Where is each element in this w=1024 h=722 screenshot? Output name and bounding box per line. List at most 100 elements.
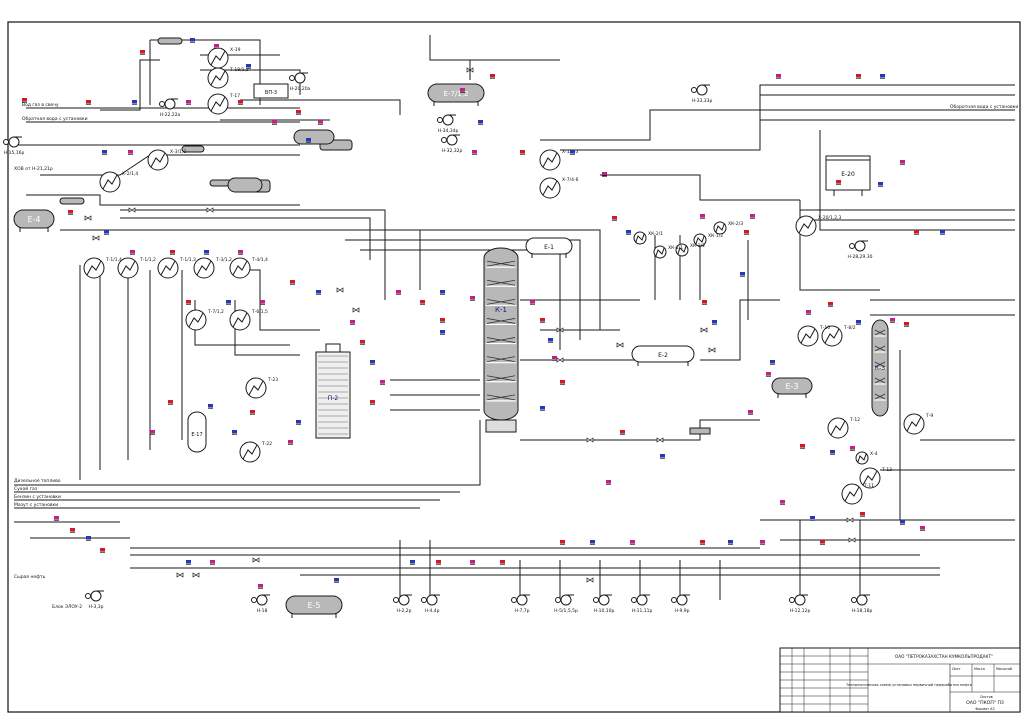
instrument-tag: [806, 310, 811, 313]
pipe-line: [330, 229, 601, 330]
instrument-tag-stem: [490, 77, 495, 79]
instrument-tag: [766, 372, 771, 375]
instrument-tag: [500, 560, 505, 563]
instrument-tag: [204, 250, 209, 253]
instrument-tag-stem: [238, 253, 243, 255]
equipment: [3, 37, 925, 618]
instrument-tag: [728, 540, 733, 543]
air-cooler: [181, 145, 205, 153]
instrument-tag-stem: [316, 293, 321, 295]
instrument-tag: [290, 280, 295, 283]
stream-label-s8: Мазут с установки: [14, 502, 58, 508]
instrument-tag: [880, 74, 885, 77]
valve-icon: [336, 287, 344, 293]
instrument-tag-stem: [540, 321, 545, 323]
instrument-tag: [810, 516, 815, 519]
pipe-line: [100, 59, 160, 111]
instrument-tag-stem: [214, 47, 219, 49]
instrument-tag: [744, 230, 749, 233]
exchanger-label: Т-22: [261, 441, 272, 447]
instrument-tag-stem: [86, 539, 91, 541]
instrument-tag: [860, 512, 865, 515]
instrument-tag: [470, 296, 475, 299]
column-k-3: [871, 319, 889, 417]
heat-exchanger-x10: [207, 47, 229, 69]
instrument-tag-stem: [208, 407, 213, 409]
pump-p17: [789, 594, 808, 606]
heat-exchanger-x14: [239, 441, 261, 463]
instrument-tag-stem: [334, 581, 339, 583]
instrument-tag-stem: [204, 253, 209, 255]
instrument-tag-stem: [54, 519, 59, 521]
heat-exchanger-x18: [653, 245, 667, 259]
instrument-tag: [396, 290, 401, 293]
pump-label: Н-2,2р: [396, 608, 411, 614]
vessel-label: ВП-3: [265, 90, 277, 96]
pump-label: Н-18: [257, 608, 268, 614]
instrument-tag: [260, 300, 265, 303]
title-company: ОАО "ПЕТРОКАЗАХСТАН КУМКОЛЬПРОДАКТ": [895, 654, 993, 659]
instrument-tag-stem: [250, 413, 255, 415]
instrument-tag-stem: [132, 103, 137, 105]
instrument-tag: [836, 180, 841, 183]
heat-exchanger-x21: [713, 221, 727, 235]
heat-exchanger-x29: [903, 413, 925, 435]
heat-exchanger-x7: [229, 309, 251, 331]
heat-exchanger-x8: [147, 149, 169, 171]
valve-icon: [252, 557, 260, 563]
title-scale: Масштаб: [996, 667, 1012, 671]
exchanger-label: Т-8/2: [843, 325, 856, 331]
instrument-tag-stem: [712, 323, 717, 325]
pump-label: Н-33,33р: [692, 98, 713, 104]
heat-exchanger-x6: [185, 309, 207, 331]
instrument-tag-stem: [820, 543, 825, 545]
pump-p11: [421, 594, 440, 606]
pump-label: Н-15,16р: [4, 150, 25, 156]
instrument-tag: [440, 318, 445, 321]
pump-p4: [437, 114, 456, 126]
pump-p8: [85, 590, 104, 602]
instrument-tag-stem: [920, 529, 925, 531]
instrument-tag-stem: [472, 153, 477, 155]
heat-exchanger-x1: [83, 257, 105, 279]
valve-icon: [92, 235, 100, 241]
instrument-tag-stem: [836, 183, 841, 185]
pipe-line: [540, 109, 1015, 141]
instrument-tag-stem: [890, 321, 895, 323]
instrument-tag: [490, 74, 495, 77]
vessel-e-7: [427, 83, 485, 106]
heat-exchanger-x4: [193, 257, 215, 279]
vessel-e-3: [771, 377, 813, 398]
instrument-tag: [318, 120, 323, 123]
exchanger-label: Т-11: [863, 483, 874, 489]
instrument-tag: [606, 480, 611, 483]
instrument-tag-stem: [856, 77, 861, 79]
instrument-tag-stem: [68, 213, 73, 215]
instrument-tag-stem: [570, 153, 575, 155]
exchanger-label: Х-20/1,2,3: [818, 215, 842, 221]
valve-icon: [586, 437, 594, 443]
heat-exchanger-x16: [539, 177, 561, 199]
instrument-tag-stem: [904, 325, 909, 327]
instrument-tag-stem: [210, 563, 215, 565]
instrument-tag: [530, 300, 535, 303]
instrument-tag-stem: [260, 303, 265, 305]
exchanger-label: Т-6/1,5: [251, 309, 268, 315]
instrument-tag-stem: [856, 323, 861, 325]
valve-icon: [206, 207, 214, 213]
instrument-tag-stem: [780, 503, 785, 505]
instrument-tag: [22, 98, 27, 101]
heat-exchanger-x2: [117, 257, 139, 279]
pipe-line: [240, 269, 320, 331]
instrument-tag: [560, 380, 565, 383]
instrument-tag: [208, 404, 213, 407]
title-org: ОАО "ПКОП" ПЗ: [966, 700, 1004, 706]
instrument-tag: [130, 250, 135, 253]
pump-label: Н-12,12р: [790, 608, 811, 614]
instrument-tag: [700, 540, 705, 543]
instrument-tag-stem: [560, 543, 565, 545]
exchanger-label: Т-4/1,4: [251, 257, 268, 263]
instrument-tag-stem: [810, 519, 815, 521]
column-label: К-1: [495, 306, 507, 314]
instrument-tag-stem: [602, 175, 607, 177]
